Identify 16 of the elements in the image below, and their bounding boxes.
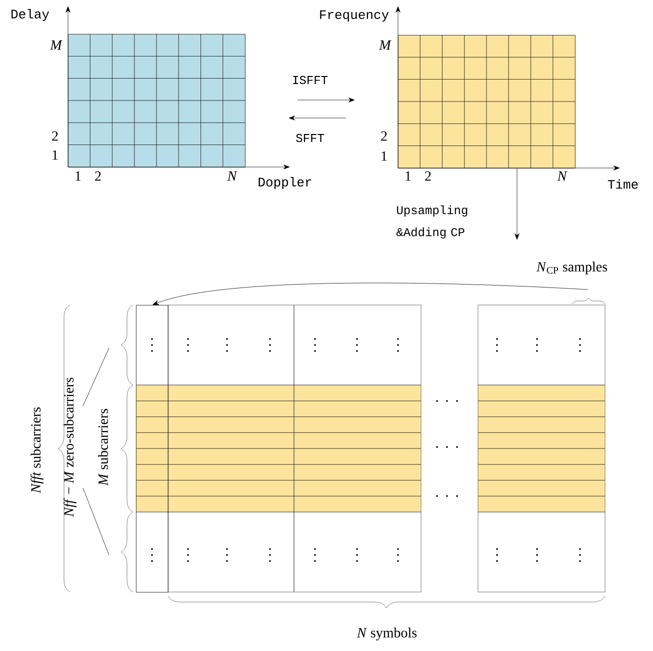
grid — [68, 34, 246, 168]
arrow — [288, 116, 346, 120]
cyclic-prefix-column — [136, 305, 168, 592]
arrow — [152, 282, 588, 305]
edge-label: Upsampling &Adding CP — [396, 205, 468, 239]
grid — [398, 34, 576, 168]
edge-label: ISFFT — [293, 76, 328, 84]
arrow — [297, 98, 355, 102]
arrow — [514, 168, 520, 240]
brace-label: Nff − M zero-subcarriers — [64, 378, 76, 517]
brace-label: Nfft subcarriers — [30, 407, 44, 494]
annotation-text: N$_{CP}$ samples — [536, 262, 608, 274]
edge-label: SFFT — [296, 134, 324, 142]
axis-label: Doppler — [258, 176, 312, 190]
brace-label: N symbols — [356, 628, 417, 640]
axis-label: Time — [608, 179, 638, 189]
